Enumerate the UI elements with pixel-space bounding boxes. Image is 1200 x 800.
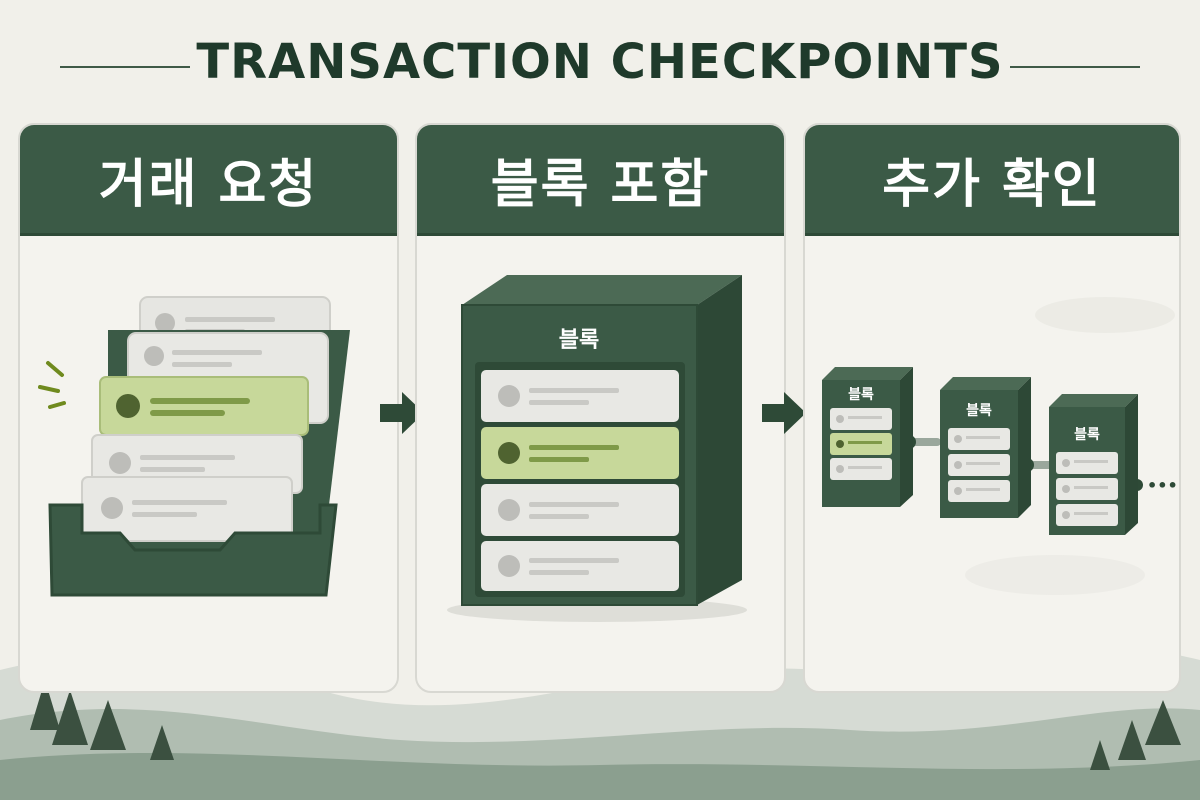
block-tx-row-1 — [481, 370, 679, 422]
pending-card-front-2 — [81, 476, 293, 542]
chain-block-1: 블록 — [822, 367, 913, 507]
sparkle-icon — [38, 361, 66, 409]
chain-block-3-label: 블록 — [1074, 427, 1100, 443]
step-panel-3: 추가 확인 블록 — [803, 123, 1181, 693]
step-header-2: 블록 포함 — [417, 125, 784, 236]
step-header-3: 추가 확인 — [805, 125, 1179, 236]
title-line-left — [60, 66, 190, 68]
title-line-right — [1010, 66, 1140, 68]
step-label-2: 블록 포함 — [490, 154, 711, 215]
arrow-icon-2 — [762, 392, 806, 434]
step-label-1: 거래 요청 — [98, 154, 319, 215]
chain-block-2: 블록 — [940, 377, 1031, 518]
trees-left — [30, 680, 174, 760]
chain-block-1-label: 블록 — [848, 387, 874, 403]
block-illustration: 블록 — [447, 275, 747, 622]
page-title: TRANSACTION CHECKPOINTS — [196, 34, 1004, 90]
block-tx-row-highlighted — [481, 427, 679, 479]
step-label-3: 추가 확인 — [882, 154, 1102, 215]
block-tx-row-3 — [481, 484, 679, 536]
transaction-tray-illustration — [38, 296, 350, 597]
chain-block-2-label: 블록 — [966, 403, 992, 419]
step-panel-2: 블록 포함 블록 — [415, 123, 786, 693]
block-label: 블록 — [559, 328, 599, 353]
blockchain-illustration: 블록 블록 — [822, 297, 1178, 595]
chain-block-3: 블록 — [1049, 394, 1138, 535]
selected-transaction-card — [99, 376, 309, 436]
block-tx-row-4 — [481, 541, 679, 591]
title-row: TRANSACTION CHECKPOINTS — [0, 22, 1200, 92]
step-panel-1: 거래 요청 — [18, 123, 399, 693]
chain-continuation: ••• — [1147, 476, 1178, 495]
arrow-icon-1 — [380, 392, 424, 434]
step-header-1: 거래 요청 — [20, 125, 397, 236]
trees-right — [1090, 700, 1181, 770]
